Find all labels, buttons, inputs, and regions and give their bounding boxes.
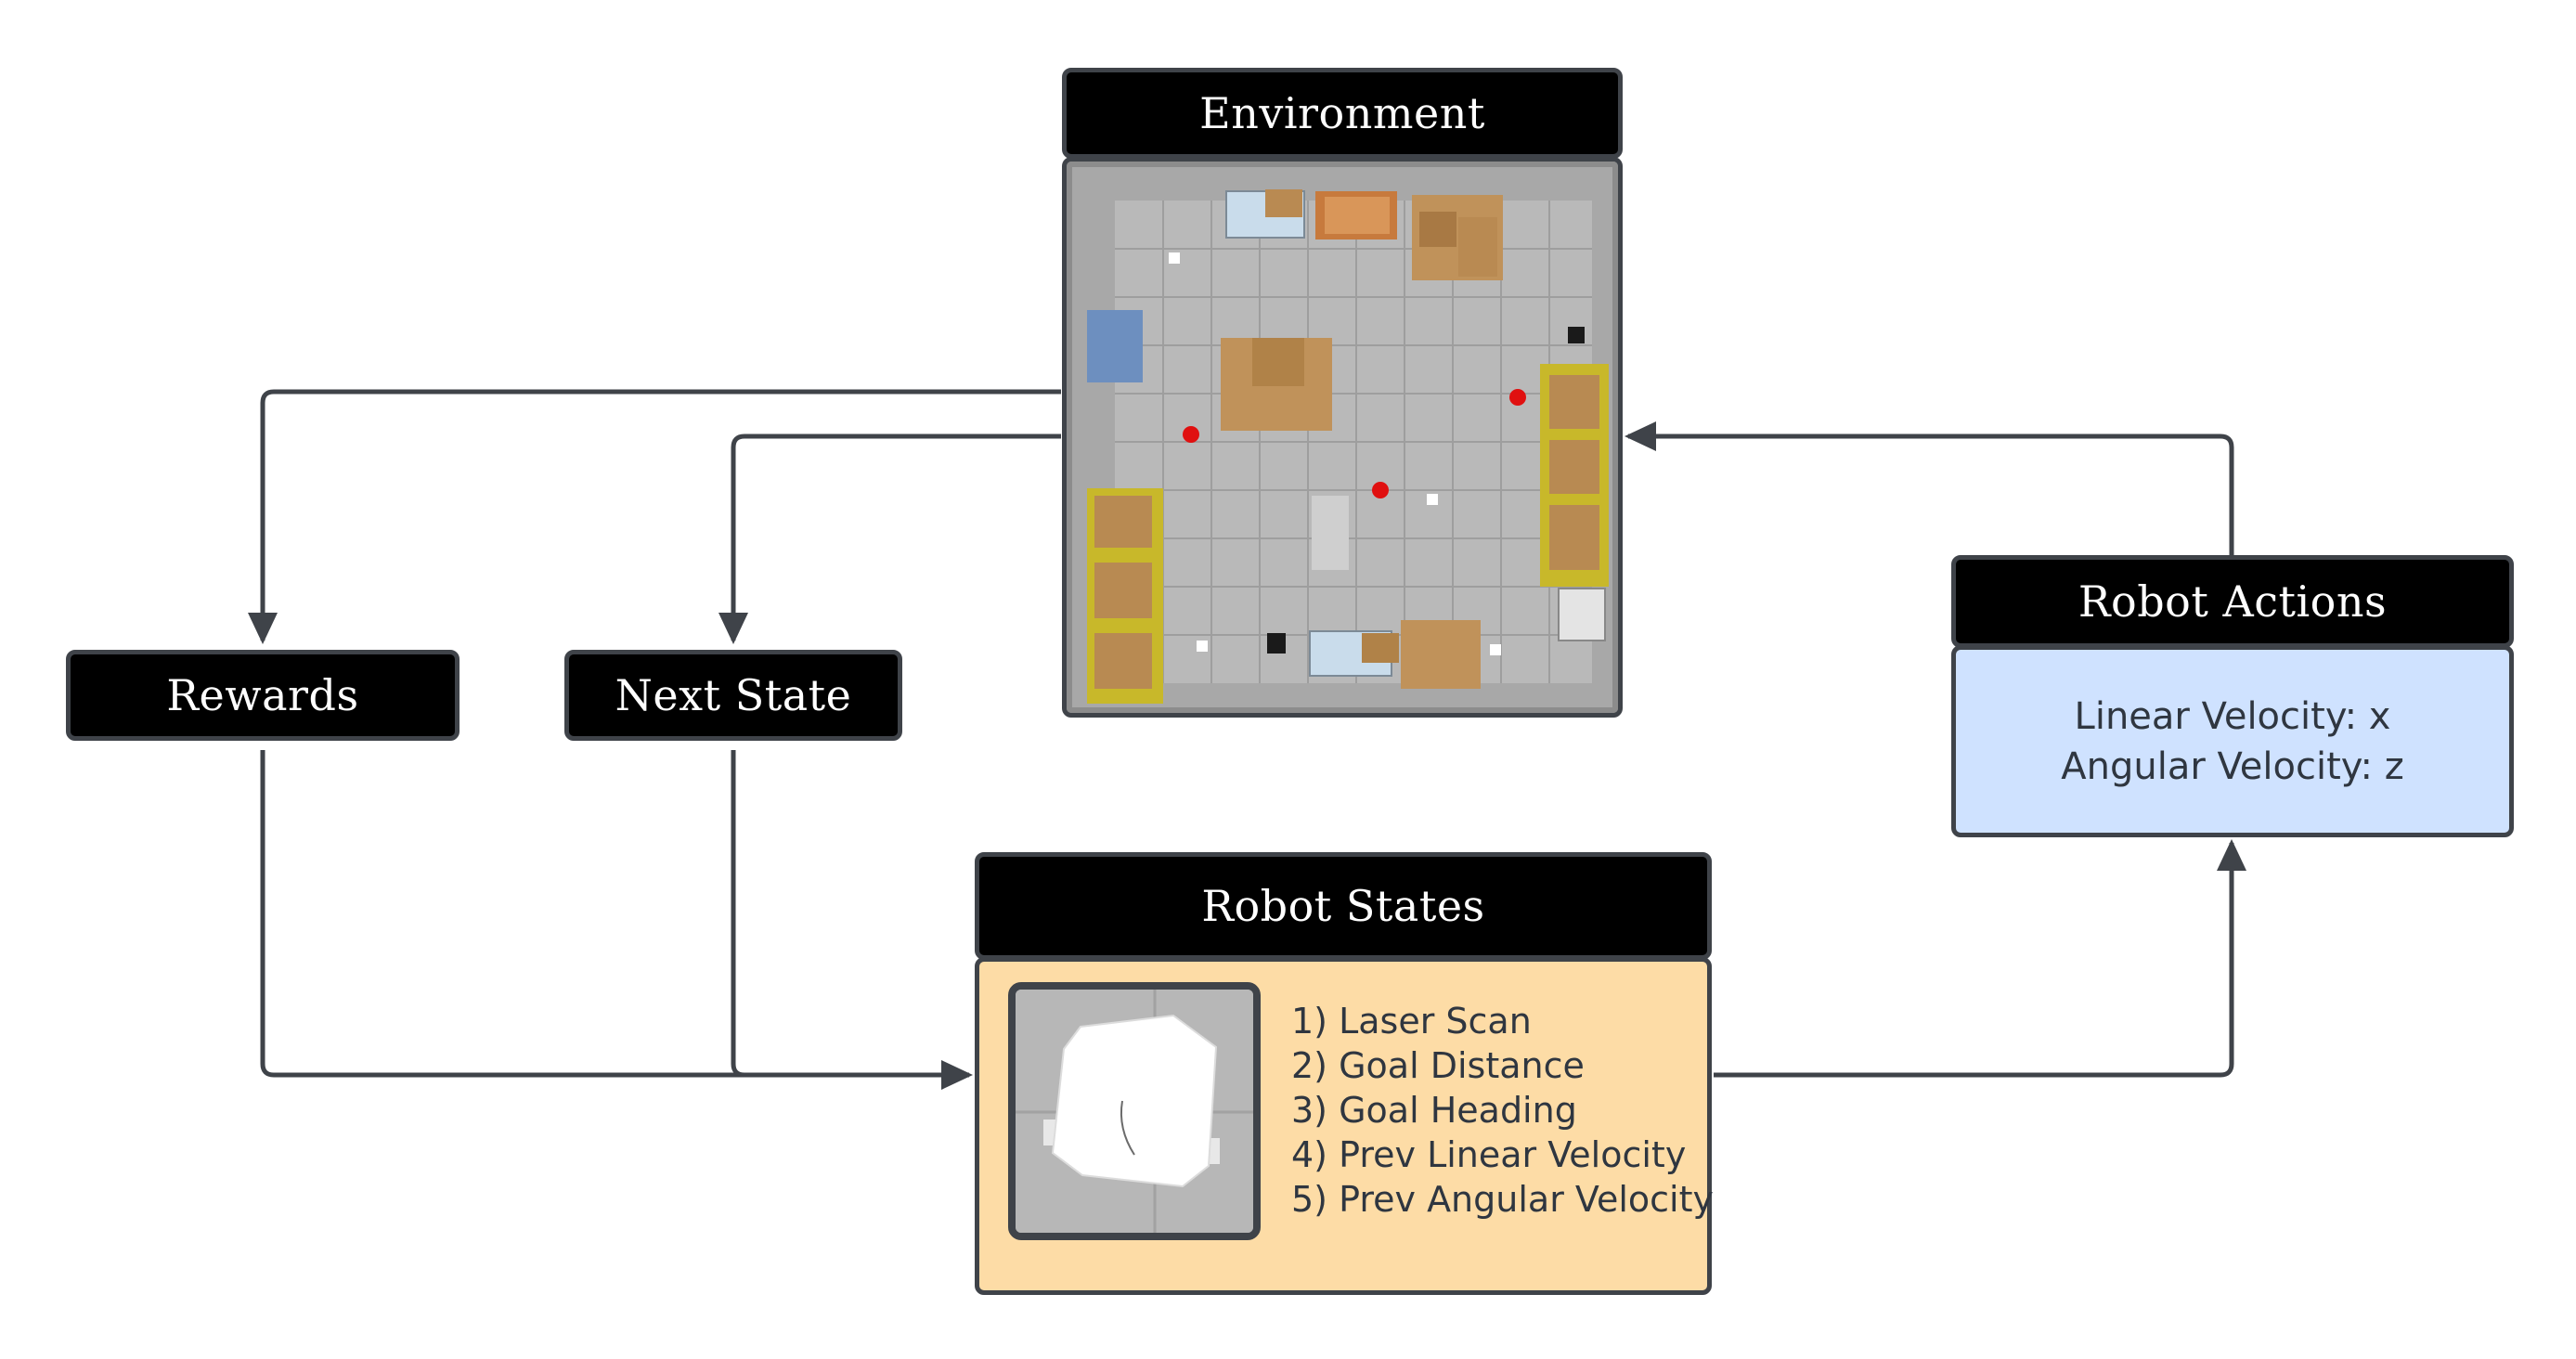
rewards-label: Rewards <box>166 670 359 720</box>
robot-actions-title: Robot Actions <box>2078 576 2388 627</box>
state-item-prev-angular-velocity: 5) Prev Angular Velocity <box>1291 1179 1714 1220</box>
action-angular-velocity: Angular Velocity: z <box>2061 744 2404 788</box>
arrow-env-to-next-state <box>718 434 1061 644</box>
robot-states-header: Robot States <box>975 852 1712 960</box>
warehouse-topdown-render <box>1067 162 1618 713</box>
robot-image <box>1008 982 1261 1240</box>
robot-states-title: Robot States <box>1201 881 1485 931</box>
environment-title: Environment <box>1199 88 1485 138</box>
rewards-box: Rewards <box>66 650 460 741</box>
arrow-rewards-to-states <box>260 750 973 1090</box>
state-item-goal-heading: 3) Goal Heading <box>1291 1090 1577 1131</box>
action-linear-velocity: Linear Velocity: x <box>2074 694 2391 738</box>
robot-actions-header: Robot Actions <box>1951 555 2514 648</box>
next-state-label: Next State <box>615 670 852 720</box>
state-list: 1) Laser Scan 2) Goal Distance 3) Goal H… <box>1291 999 1714 1222</box>
state-item-laser-scan: 1) Laser Scan <box>1291 1001 1532 1042</box>
next-state-box: Next State <box>564 650 902 741</box>
robot-actions-body: Linear Velocity: x Angular Velocity: z <box>1951 645 2514 837</box>
arrow-env-to-rewards <box>248 389 1061 644</box>
robot-topdown-render <box>1016 990 1253 1233</box>
arrow-states-to-actions <box>1714 839 2246 1078</box>
state-item-prev-linear-velocity: 4) Prev Linear Velocity <box>1291 1134 1687 1175</box>
environment-header: Environment <box>1062 68 1623 159</box>
environment-image <box>1062 157 1623 718</box>
arrow-actions-to-env <box>1625 421 2234 557</box>
arrow-next-state-to-states <box>731 750 969 1078</box>
robot-states-body: 1) Laser Scan 2) Goal Distance 3) Goal H… <box>975 957 1714 1295</box>
state-item-goal-distance: 2) Goal Distance <box>1291 1045 1585 1086</box>
